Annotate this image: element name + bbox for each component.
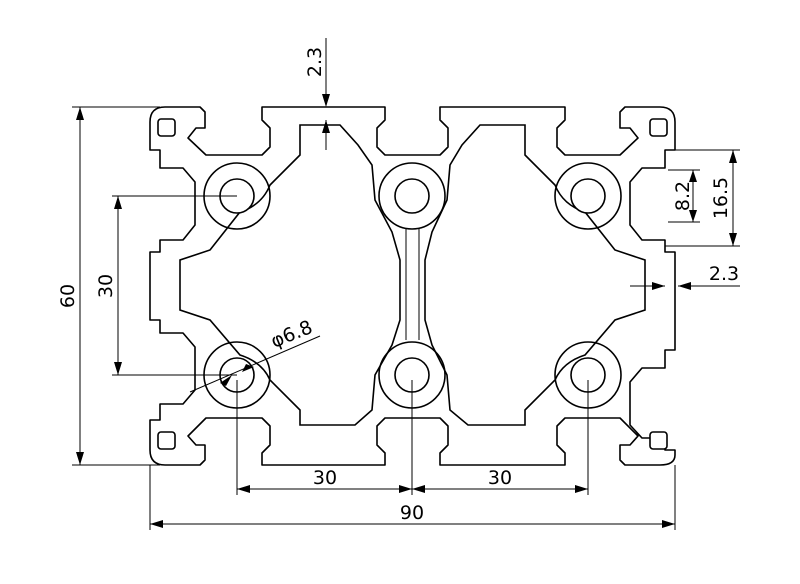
cavity-left: [179, 124, 401, 426]
label-slot-depth: 16.5: [710, 177, 732, 219]
boss-top-left: [203, 162, 271, 230]
dim-vertical-30: 30: [95, 195, 237, 376]
profile-outline: [149, 106, 676, 466]
dim-height-60: 60: [57, 106, 160, 466]
dim-wall-top-2-3: 2.3: [304, 38, 330, 150]
label-slot-opening: 8.2: [672, 181, 694, 211]
dim-horizontal-30-30: 30 30: [236, 380, 589, 495]
label-height-60: 60: [57, 284, 79, 308]
label-width-90: 90: [400, 502, 424, 524]
label-pitch-left: 30: [313, 467, 337, 489]
dim-wall-side-2-3: 2.3: [630, 263, 740, 290]
label-wall-top: 2.3: [304, 47, 326, 77]
corner-pocket-tr: [649, 118, 668, 137]
dim-width-90: 90: [149, 465, 676, 530]
label-wall-side: 2.3: [709, 263, 739, 285]
corner-pocket-bl: [157, 431, 176, 450]
cavity-right: [424, 124, 646, 426]
boss-top-right: [554, 162, 622, 230]
label-pitch-right: 30: [488, 467, 512, 489]
boss-top-center: [378, 162, 446, 230]
corner-pocket-br: [649, 431, 668, 450]
dim-slot-opening: 8.2: [668, 169, 700, 223]
corner-pocket-tl: [157, 118, 176, 137]
dim-slot-depth: 16.5: [665, 149, 740, 247]
label-vertical-30: 30: [95, 274, 117, 298]
